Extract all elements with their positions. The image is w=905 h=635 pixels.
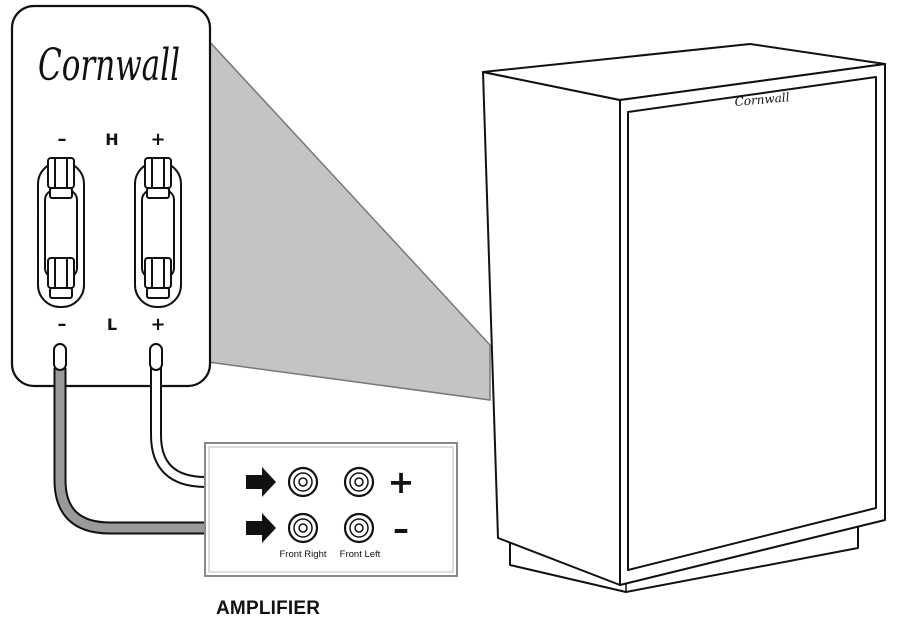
positive-cable bbox=[152, 368, 212, 486]
amplifier-title: AMPLIFIER bbox=[216, 598, 320, 619]
binding-post-high-negative bbox=[47, 157, 75, 199]
binding-post-low-positive bbox=[144, 257, 172, 299]
jack-front-left-negative bbox=[343, 512, 375, 544]
low-label: L bbox=[107, 315, 117, 334]
jack-front-left-positive bbox=[343, 466, 375, 498]
speaker-grille bbox=[627, 76, 877, 571]
low-plus-label: + bbox=[150, 314, 165, 335]
jack-front-right-negative bbox=[287, 512, 319, 544]
amp-plus-label: + bbox=[388, 463, 415, 501]
negative-cable-outline bbox=[53, 368, 212, 535]
projection-wedge bbox=[207, 38, 491, 401]
arrow-right-icon bbox=[246, 467, 276, 497]
panel-logo: Cornwall bbox=[38, 40, 180, 91]
arrow-right-icon bbox=[246, 513, 276, 543]
high-label: H bbox=[105, 130, 118, 149]
amplifier-panel bbox=[204, 442, 458, 577]
positive-lead-top bbox=[149, 343, 163, 371]
speaker-cabinet bbox=[482, 43, 886, 593]
cabinet-side bbox=[482, 71, 621, 586]
channel-label-front-left: Front Left bbox=[340, 549, 381, 560]
jack-front-right-positive bbox=[287, 466, 319, 498]
high-minus-label: – bbox=[58, 129, 67, 150]
binding-post-high-positive bbox=[144, 157, 172, 199]
high-plus-label: + bbox=[150, 129, 165, 150]
amp-minus-label: – bbox=[393, 510, 409, 548]
channel-label-front-right: Front Right bbox=[280, 549, 327, 560]
binding-post-low-negative bbox=[47, 257, 75, 299]
low-minus-label: – bbox=[58, 314, 67, 335]
negative-cable bbox=[55, 368, 212, 533]
cabinet-logo: Cornwall bbox=[734, 90, 790, 109]
negative-lead-top bbox=[53, 343, 67, 371]
